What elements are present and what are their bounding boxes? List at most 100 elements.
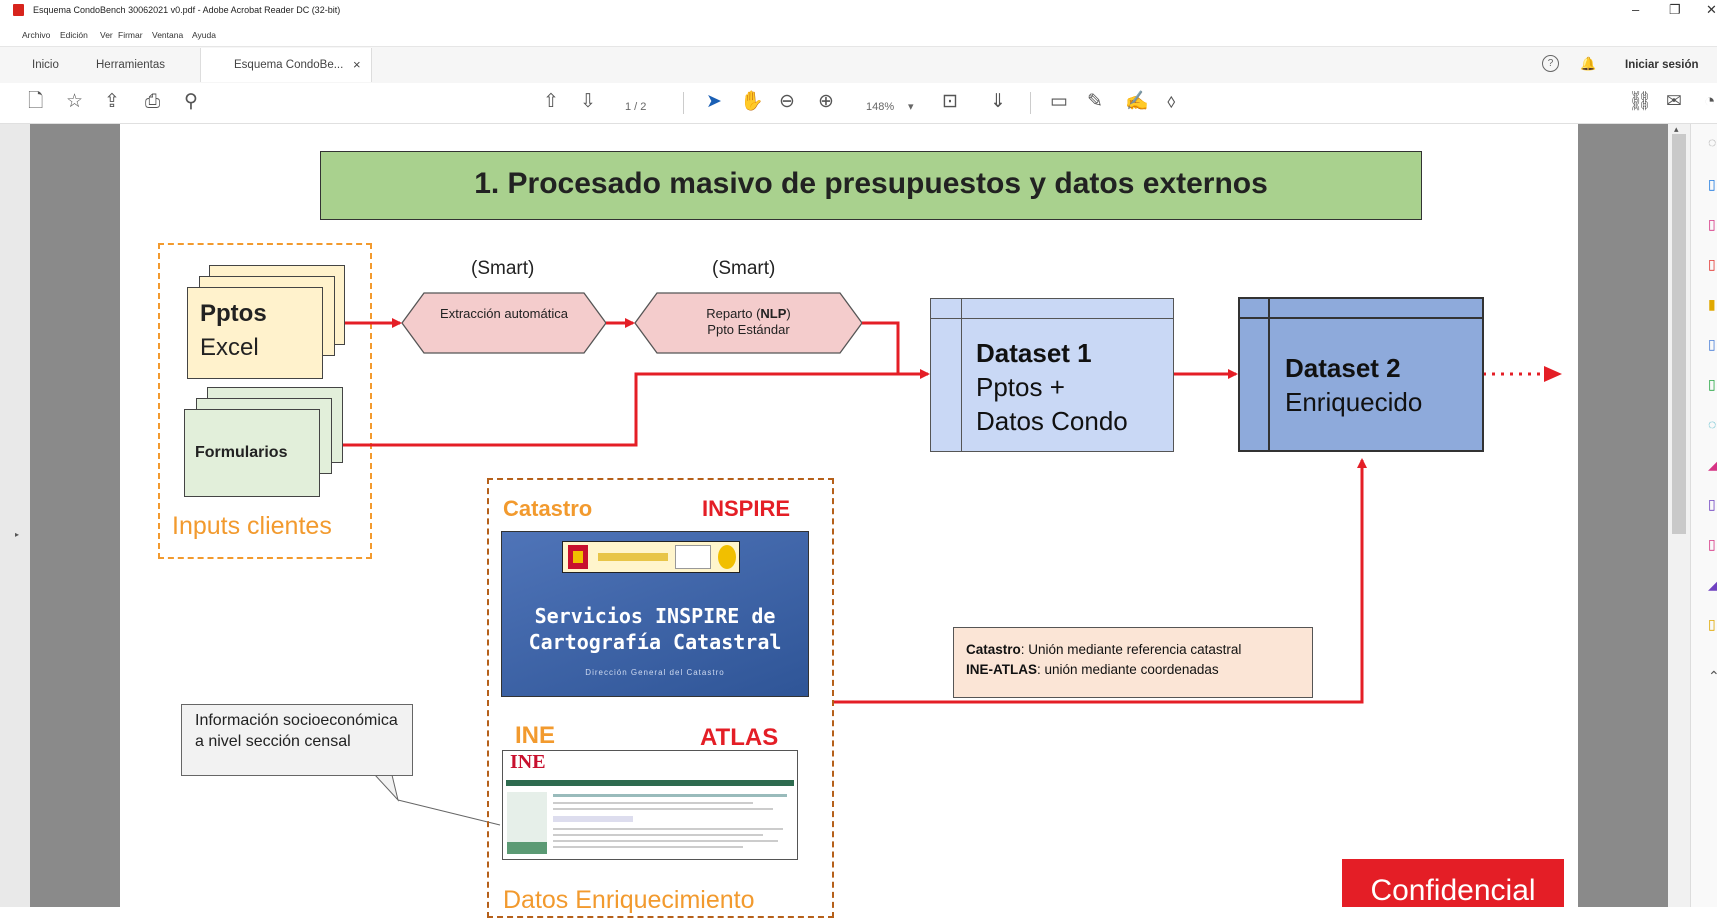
page-indicator[interactable]: 1 / 2 (625, 101, 647, 113)
ine-logo: INE (510, 751, 546, 773)
excel-label: Excel (200, 334, 259, 361)
tab-herramientas[interactable]: Herramientas (96, 59, 166, 71)
catastro-label: Catastro (503, 496, 593, 521)
ine-sidebar-highlight (507, 842, 547, 854)
arrow-datos-dataset2 (834, 458, 1367, 704)
new-file-icon[interactable]: 🗋 (28, 91, 44, 112)
arrow-reparto-dataset1 (862, 321, 930, 379)
redact-icon[interactable]: ◢ (1708, 456, 1717, 472)
sign-in-link[interactable]: Iniciar sesión (1625, 59, 1699, 71)
maximize-button[interactable]: ❐ (1669, 2, 1681, 17)
toolbar (0, 83, 1717, 124)
zoom-in-icon[interactable]: ⊕ (818, 91, 834, 112)
hand-tool-icon[interactable]: ✋ (740, 91, 764, 112)
left-panel-collapsed[interactable] (0, 124, 30, 907)
close-window-button[interactable]: ✕ (1706, 2, 1717, 17)
create-pdf-icon[interactable]: ▯ (1708, 216, 1716, 232)
ine-text-line (553, 846, 743, 848)
dataset1-title: Dataset 1 (976, 338, 1092, 368)
minimize-button[interactable]: – (1632, 2, 1640, 17)
compress-pdf-icon[interactable]: ◌ (1708, 416, 1717, 432)
scroll-up-icon[interactable]: ▴ (1674, 124, 1679, 134)
smart-label-2: (Smart) (712, 258, 776, 279)
menu-ver[interactable]: Ver (100, 30, 113, 40)
fill-sign-tool-icon[interactable]: ▯ (1708, 536, 1716, 552)
print-icon[interactable]: ⎙ (145, 91, 161, 112)
fill-sign-icon[interactable]: ✍ (1125, 91, 1149, 112)
toolbar-divider (1030, 92, 1031, 114)
select-cursor-icon[interactable]: ➤ (706, 91, 722, 112)
window-title: Esquema CondoBench 30062021 v0.pdf - Ado… (33, 5, 341, 15)
tab-close-button[interactable]: × (353, 57, 361, 72)
organize-pages-icon[interactable]: ▯ (1708, 376, 1716, 392)
zoom-out-icon[interactable]: ⊖ (779, 91, 795, 112)
search-icon[interactable]: ⚲ (184, 91, 198, 112)
menu-ventana[interactable]: Ventana (152, 30, 184, 40)
inspire-image-subtitle: Dirección General del Catastro (585, 668, 725, 677)
stamp-icon[interactable]: ⬨ (1167, 91, 1176, 112)
read-mode-icon[interactable]: ⇓ (990, 91, 1006, 112)
comment-icon[interactable]: ▭ (1050, 91, 1068, 112)
highlight-pen-icon[interactable]: ✎ (1087, 91, 1103, 112)
bookmark-star-icon[interactable]: ☆ (66, 91, 84, 112)
arrow-formularios-dataset1 (343, 372, 898, 447)
zoom-dropdown-chevron-icon[interactable]: ▾ (908, 101, 914, 113)
export-pdf-icon[interactable]: ▯ (1708, 176, 1716, 192)
upload-icon[interactable]: ⇪ (104, 91, 120, 112)
callout-pointer (373, 774, 399, 802)
continuation-arrowhead (1544, 366, 1562, 382)
ine-search-field (553, 816, 633, 822)
note-catastro-line: Catastro: Unión mediante referencia cata… (966, 642, 1241, 657)
tab-document-active[interactable] (200, 48, 372, 82)
confidencial-badge (1342, 859, 1564, 907)
ine-text-line (553, 802, 753, 804)
fit-page-icon[interactable]: ⊡ (942, 91, 958, 112)
dataset1-box (930, 298, 1174, 452)
ine-nav-bar (506, 780, 794, 786)
catastro-logo (675, 545, 711, 569)
menu-edicion[interactable]: Edición (60, 30, 88, 40)
edit-pdf-icon[interactable]: ▯ (1708, 256, 1716, 272)
help-icon[interactable]: ? (1542, 55, 1559, 72)
hex-extraccion-label: Extracción automática (440, 306, 568, 321)
note-catastro-bold: Catastro (966, 642, 1021, 657)
smart-label-1: (Smart) (471, 258, 535, 279)
callout-leader (397, 799, 501, 826)
dataset1-line2: Pptos + (976, 372, 1065, 402)
note-catastro-text: : Unión mediante referencia catastral (1020, 642, 1242, 657)
confidencial-label: Confidencial (1370, 874, 1536, 907)
page-down-icon[interactable]: ⇩ (580, 91, 596, 112)
join-method-note (953, 627, 1313, 698)
formularios-label: Formularios (195, 444, 288, 461)
zoom-level-select[interactable]: 148% (866, 101, 895, 113)
menu-firmar[interactable]: Firmar (118, 30, 143, 40)
combine-files-icon[interactable]: ▯ (1708, 336, 1716, 352)
socioeconomic-callout-text: Información socioeconómica a nivel secci… (195, 712, 398, 750)
right-tools-panel (1690, 124, 1717, 907)
scrollbar-thumb[interactable] (1672, 134, 1686, 534)
bell-icon[interactable]: 🔔 (1580, 56, 1597, 71)
dataset2-header-line (1238, 317, 1484, 319)
hex-reparto-line2: Ppto Estándar (707, 322, 790, 337)
ine-text-line (553, 834, 763, 836)
inputs-clientes-group (158, 243, 372, 559)
email-icon[interactable]: ✉ (1666, 91, 1682, 112)
menu-archivo[interactable]: Archivo (22, 30, 51, 40)
menu-ayuda[interactable]: Ayuda (192, 30, 216, 40)
send-signature-icon[interactable]: ◢ (1708, 576, 1717, 592)
search-tool-icon[interactable]: ◌ (1708, 134, 1717, 150)
customize-tools-icon[interactable]: ⌃ (1708, 668, 1717, 684)
comment-tool-icon[interactable]: ▮ (1708, 296, 1716, 312)
more-tools-icon[interactable]: ◔ (1704, 91, 1716, 112)
ine-text-line (553, 840, 778, 842)
protect-icon[interactable]: ▯ (1708, 496, 1716, 512)
page-up-icon[interactable]: ⇧ (543, 91, 559, 112)
hex-extraccion (401, 292, 607, 354)
reparto-text: Reparto ( (706, 306, 761, 321)
tab-document-label[interactable]: Esquema CondoBe... (234, 59, 344, 71)
tab-inicio[interactable]: Inicio (32, 59, 59, 71)
share-link-icon[interactable]: ⛓ (1628, 91, 1653, 112)
more-tools-panel-icon[interactable]: ▯ (1708, 616, 1716, 632)
expand-left-panel-icon[interactable]: ▸ (15, 530, 20, 539)
